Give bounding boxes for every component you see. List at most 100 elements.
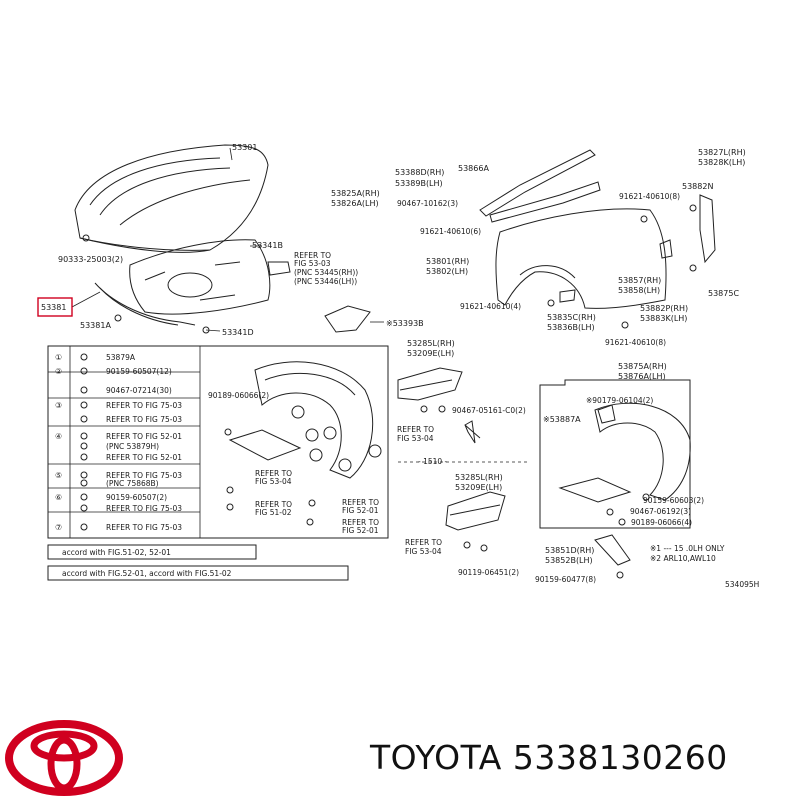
fastener-icon — [80, 432, 88, 440]
hood-assembly — [74, 144, 269, 253]
legend-number: ⑤ — [55, 471, 62, 480]
legend-number: ② — [55, 367, 62, 376]
legend-number: ⑦ — [55, 523, 62, 532]
callout-liner-ref1a: REFER TO — [255, 469, 292, 478]
callout-p883k: 53883K(LH) — [640, 314, 687, 323]
lower-bracket — [594, 534, 631, 566]
legend-row-text: REFER TO FIG 75-03 — [106, 401, 182, 410]
callout-hood-insulator: 53341B — [252, 241, 283, 250]
callout-p887a: ※53887A — [543, 415, 581, 424]
fender-panel — [495, 208, 667, 309]
callout-liner-ref2b: FIG 51-02 — [255, 508, 292, 517]
callout-p285l-top: 53285L(RH) — [407, 339, 455, 348]
callout-refer-c2: FIG 53-04 — [405, 547, 442, 556]
callout-p477: 90159-60477(8) — [535, 575, 596, 584]
callout-p192: 90467-06192(3) — [630, 507, 691, 516]
callout-p866: 90189-06066(4) — [631, 518, 692, 527]
notes-row-2: accord with FIG.52-01, accord with FIG.5… — [62, 569, 232, 578]
hood-bracket — [267, 261, 291, 276]
callout-liner-ref3a: REFER TO — [342, 498, 379, 507]
legend-row-text: REFER TO FIG 52-01 — [106, 432, 182, 441]
callout-hood-refer-3: (PNC 53445(RH)) — [294, 268, 358, 277]
callout-refer-b1: REFER TO — [397, 425, 434, 434]
legend-row-text: REFER TO FIG 75-03 — [106, 415, 182, 424]
callout-seal-a: 53381A — [80, 321, 111, 330]
callout-seal-highlight: 53381 — [41, 303, 66, 312]
callout-p882p: 53882P(RH) — [640, 304, 688, 313]
notes-table — [47, 544, 349, 581]
fastener-icon — [80, 442, 88, 450]
callout-cowl-rh: 53388D(RH) — [395, 168, 444, 177]
callout-hood: 53301 — [232, 143, 257, 152]
brand-name: TOYOTA — [370, 738, 502, 777]
callout-bolt-621b: 91621-40610(6) — [420, 227, 481, 236]
callout-liner-ref3b: FIG 52-01 — [342, 506, 379, 515]
callout-liner-ref4b: FIG 52-01 — [342, 526, 379, 535]
callout-bolt-hood: 90333-25003(2) — [58, 255, 123, 264]
fastener-icon — [80, 415, 88, 423]
legend-row-text: 90467-07214(30) — [106, 386, 172, 395]
fastener-icon — [80, 471, 88, 479]
callout-p835c: 53835C(RH) — [547, 313, 596, 322]
toyota-logo — [5, 720, 123, 796]
fastener-icon — [80, 504, 88, 512]
callout-p876a: 53876A(LH) — [618, 372, 666, 381]
fastener-icon — [80, 401, 88, 409]
callout-bolt-621a: 91621-40610(8) — [619, 192, 680, 201]
callout-p209e-top: 53209E(LH) — [407, 349, 454, 358]
cowl-seal — [479, 149, 601, 223]
callout-p875c: 53875C — [708, 289, 739, 298]
callout-p179: ※90179-06104(2) — [586, 396, 653, 405]
legend-row-text: REFER TO FIG 52-01 — [106, 453, 182, 462]
callout-liner-ref1b: FIG 53-04 — [255, 477, 292, 486]
callout-seal-825a: 53825A(RH) — [331, 189, 380, 198]
legend-table — [47, 345, 389, 539]
callout-cowl-lh: 53389B(LH) — [395, 179, 443, 188]
callout-hood-refer-4: (PNC 53446(LH)) — [294, 277, 357, 286]
fastener-icon — [80, 479, 88, 487]
callout-p5361: 90467-05161-C0(2) — [452, 406, 526, 415]
fastener-icon — [80, 353, 88, 361]
callout-liner-ref4a: REFER TO — [342, 518, 379, 527]
callout-fender-801: 53801(RH) — [426, 257, 469, 266]
fastener-icon — [80, 386, 88, 394]
legend-number: ③ — [55, 401, 62, 410]
fastener-icon — [80, 523, 88, 531]
callout-cowl-a: 53866A — [458, 164, 489, 173]
mudguard-top — [397, 367, 463, 401]
callout-fender-882n: 53882N — [682, 182, 713, 191]
legend-row-text: REFER TO FIG 75-03 — [106, 471, 182, 480]
callout-p836b: 53836B(LH) — [547, 323, 595, 332]
legend-row-text: 53879A — [106, 353, 136, 362]
callout-fender-827: 53827L(RH) — [698, 148, 746, 157]
legend-number: ⑥ — [55, 493, 62, 502]
fastener-icon — [80, 453, 88, 461]
arrow-indicator — [464, 420, 481, 444]
fender-bracket — [699, 194, 716, 264]
hood-bracket-b — [324, 305, 371, 333]
callout-fender-828: 53828K(LH) — [698, 158, 745, 167]
callout-dash1510: - 1510 - — [418, 457, 448, 466]
callout-p858: 53858(LH) — [618, 286, 660, 295]
diagram-code: 534095H — [725, 580, 759, 589]
legend-row-text: REFER TO FIG 75-03 — [106, 504, 182, 513]
callout-p851d: 53851D(RH) — [545, 546, 594, 555]
fender-liner-left — [224, 361, 382, 526]
mudguard-bottom — [445, 491, 506, 531]
legend-row-text: (PNC 53879H) — [106, 442, 159, 451]
callout-refer-c1: REFER TO — [405, 538, 442, 547]
fastener-icon — [80, 493, 88, 501]
callout-hood-refer-1: REFER TO — [294, 251, 331, 260]
note-2: ※2 ARL10,AWL10 — [650, 554, 716, 563]
callout-p875a: 53875A(RH) — [618, 362, 667, 371]
callout-bolt-621d: 91621-40610(8) — [605, 338, 666, 347]
legend-row-text: (PNC 75868B) — [106, 479, 159, 488]
brand-part-number: TOYOTA 5338130260 — [370, 738, 728, 777]
note-1: ※1 --- 15 .0LH ONLY — [650, 544, 725, 553]
callout-clip-d: 53341D — [222, 328, 254, 337]
callout-p603: 90159-60603(2) — [643, 496, 704, 505]
callout-p209e-bot: 53209E(LH) — [455, 483, 502, 492]
callout-bracket-b: ※53393B — [386, 319, 424, 328]
fender-liner-right-box — [539, 379, 691, 529]
